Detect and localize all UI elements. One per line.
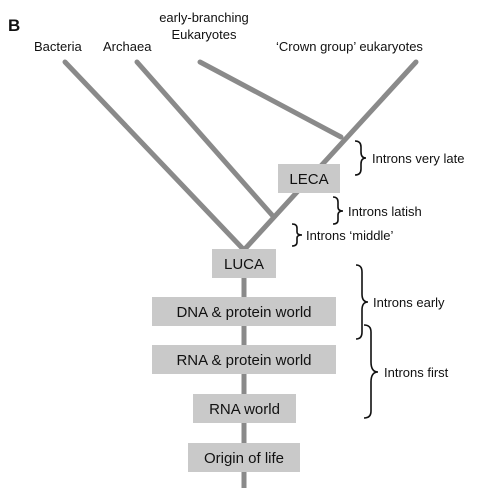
lineage-label-archaea: Archaea: [103, 39, 152, 54]
hypothesis-introns-very-late: Introns very late: [372, 151, 465, 166]
node-origin-of-life: Origin of life: [188, 443, 300, 472]
node-dna-protein-world: DNA & protein world: [152, 297, 336, 326]
hypothesis-introns-early: Introns early: [373, 295, 445, 310]
hypothesis-introns-latish: Introns latish: [348, 204, 422, 219]
brace-introns-very-late: [354, 140, 367, 176]
brace-introns-middle: [291, 223, 303, 247]
node-luca-box: [212, 249, 276, 278]
lineage-label-crown-eukaryotes: ‘Crown group’ eukaryotes: [276, 39, 423, 54]
node-luca-label: LUCA: [224, 256, 264, 273]
lineage-label-early-euk-line2: Eukaryotes: [171, 27, 237, 42]
brace-introns-early: [355, 264, 369, 340]
node-dna-protein-world-box: [152, 297, 336, 326]
node-dna-protein-world-label: DNA & protein world: [176, 304, 311, 321]
lineage-label-early-euk-line1: early-branching: [159, 10, 249, 25]
branch-early-euk: [197, 59, 344, 140]
node-leca-label: LECA: [289, 171, 328, 188]
node-rna-world: RNA world: [193, 394, 296, 423]
hypothesis-introns-first: Introns first: [384, 365, 449, 380]
branch-crown-eukaryotes: [241, 59, 419, 253]
node-origin-of-life-box: [188, 443, 300, 472]
node-rna-protein-world-box: [152, 345, 336, 374]
brace-introns-latish: [332, 196, 344, 225]
hypothesis-introns-middle: Introns ‘middle’: [306, 228, 394, 243]
node-rna-world-label: RNA world: [209, 401, 280, 418]
node-rna-protein-world-label: RNA & protein world: [176, 352, 311, 369]
branch-archaea: [134, 59, 275, 218]
node-leca-box: [278, 164, 340, 193]
lineage-label-bacteria: Bacteria: [34, 39, 82, 54]
tree-branches: [62, 59, 419, 253]
node-leca: LECA: [278, 164, 340, 193]
brace-introns-first: [363, 324, 379, 419]
node-rna-protein-world: RNA & protein world: [152, 345, 336, 374]
node-rna-world-box: [193, 394, 296, 423]
node-luca: LUCA: [212, 249, 276, 278]
branch-bacteria: [62, 59, 247, 253]
node-origin-of-life-label: Origin of life: [204, 450, 284, 467]
panel-label: B: [8, 16, 20, 35]
